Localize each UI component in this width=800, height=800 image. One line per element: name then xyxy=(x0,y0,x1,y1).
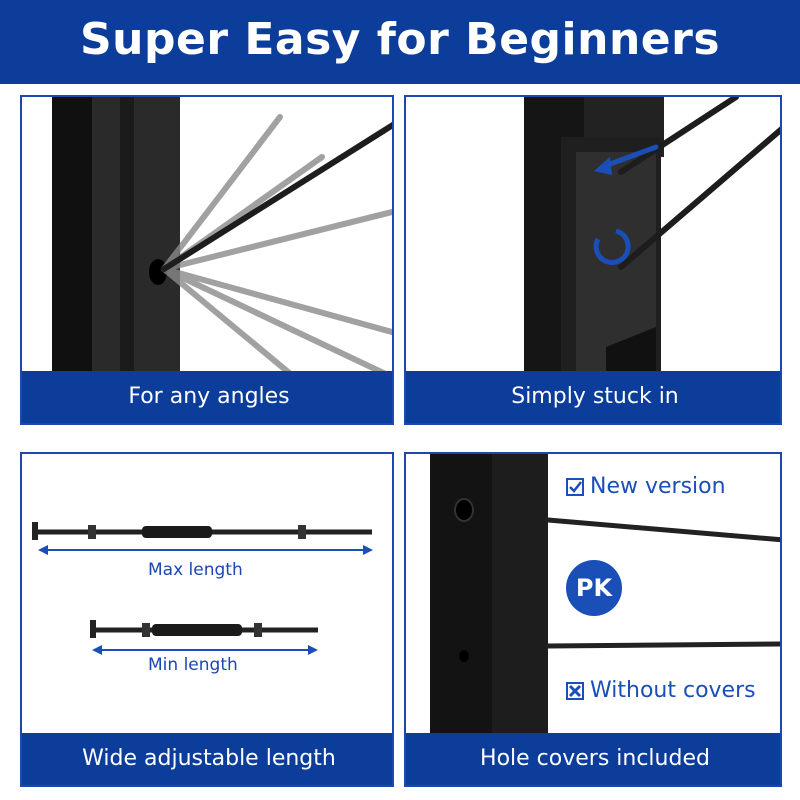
turnbuckle-min xyxy=(90,620,318,638)
length-illustration xyxy=(32,522,373,655)
pk-badge: PK xyxy=(566,560,622,616)
header-banner xyxy=(0,0,800,84)
feature-without-covers: Without covers xyxy=(566,678,756,703)
panel-simply-stuck-in: Simply stuck in xyxy=(404,95,782,425)
new-version-label: New version xyxy=(590,474,726,499)
page-title: Super Easy for Beginners xyxy=(79,14,721,65)
caption-hole-covers: Hole covers included xyxy=(480,746,710,771)
caption-bar xyxy=(22,371,392,423)
checkbox-checked-icon xyxy=(566,477,584,496)
caption-simply-stuck-in: Simply stuck in xyxy=(511,384,679,409)
panel-any-angles: For any angles xyxy=(20,95,394,425)
panel-adjustable-length: Max length Min length Wide adjustable le… xyxy=(20,452,394,787)
without-covers-label: Without covers xyxy=(590,678,756,703)
max-length-label: Max length xyxy=(148,560,243,580)
caption-bar xyxy=(22,733,392,785)
caption-bar xyxy=(406,733,780,785)
checkbox-crossed-icon xyxy=(566,681,584,700)
min-length-label: Min length xyxy=(148,655,238,675)
caption-adjustable-length: Wide adjustable length xyxy=(82,746,336,771)
stuck-illustration xyxy=(524,97,780,423)
angles-illustration xyxy=(52,97,392,423)
caption-bar xyxy=(406,371,780,423)
feature-new-version: New version xyxy=(566,474,726,499)
turnbuckle-max xyxy=(32,522,372,540)
caption-any-angles: For any angles xyxy=(128,384,290,409)
panel-hole-covers: New version PK Without covers Hole cover… xyxy=(404,452,782,787)
covers-illustration xyxy=(430,454,780,734)
